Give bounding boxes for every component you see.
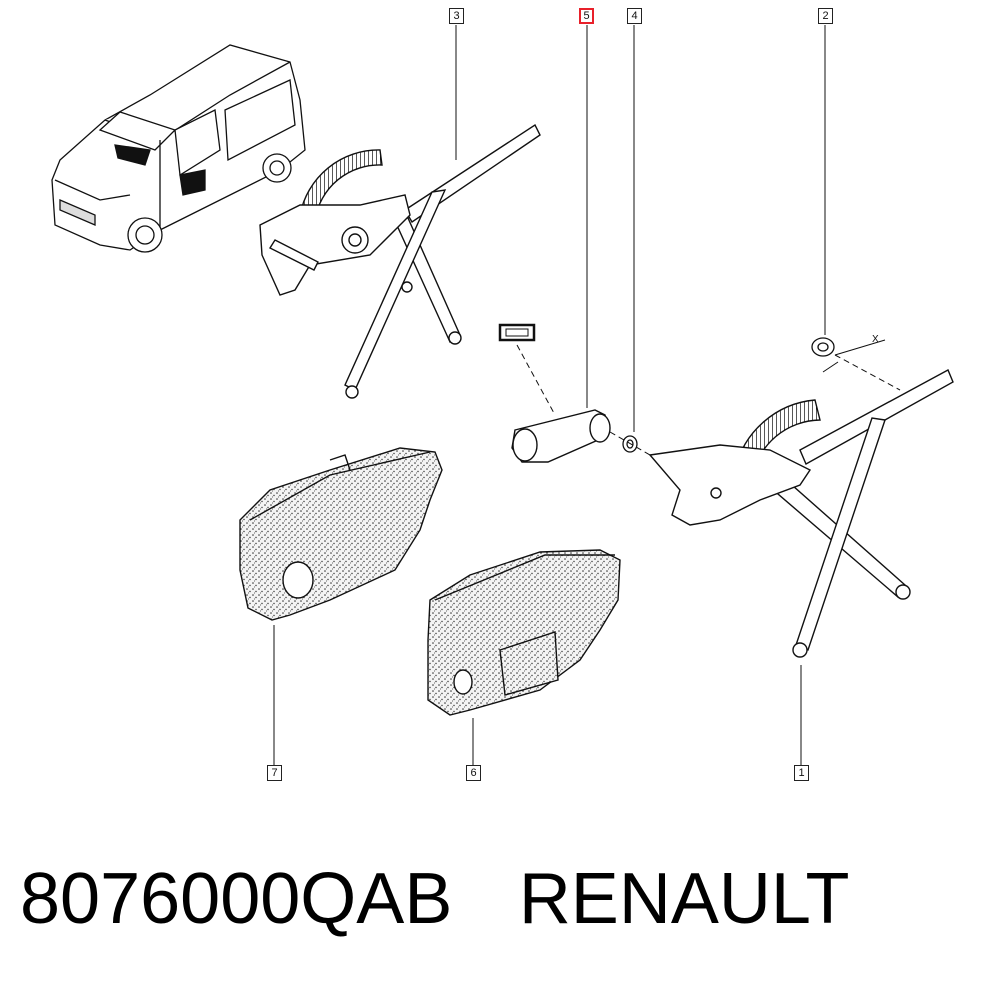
callout-3: 3 — [449, 8, 464, 24]
footer: 8076000QAB RENAULT — [20, 858, 980, 948]
van-icon — [51, 44, 306, 253]
callout-2: 2 — [818, 8, 833, 24]
window-regulator-icon — [648, 369, 954, 658]
callout-4: 4 — [627, 8, 642, 24]
label-plate-icon — [498, 323, 536, 342]
trim-pad-icon — [427, 549, 621, 716]
crank-handle-icon — [511, 409, 611, 463]
axis-label: X — [872, 334, 879, 345]
axis-marker — [822, 339, 886, 373]
clip-icon — [811, 337, 835, 357]
guide-lines — [516, 344, 901, 456]
callout-6: 6 — [466, 765, 481, 781]
callout-5-highlighted: 5 — [579, 8, 594, 24]
trim-pad-icon — [239, 447, 443, 621]
callout-1: 1 — [794, 765, 809, 781]
window-regulator-icon — [259, 123, 541, 399]
leader-lines — [273, 25, 826, 765]
callout-7: 7 — [267, 765, 282, 781]
part-number: 8076000QAB — [20, 859, 453, 939]
brand-name: RENAULT — [518, 859, 850, 939]
